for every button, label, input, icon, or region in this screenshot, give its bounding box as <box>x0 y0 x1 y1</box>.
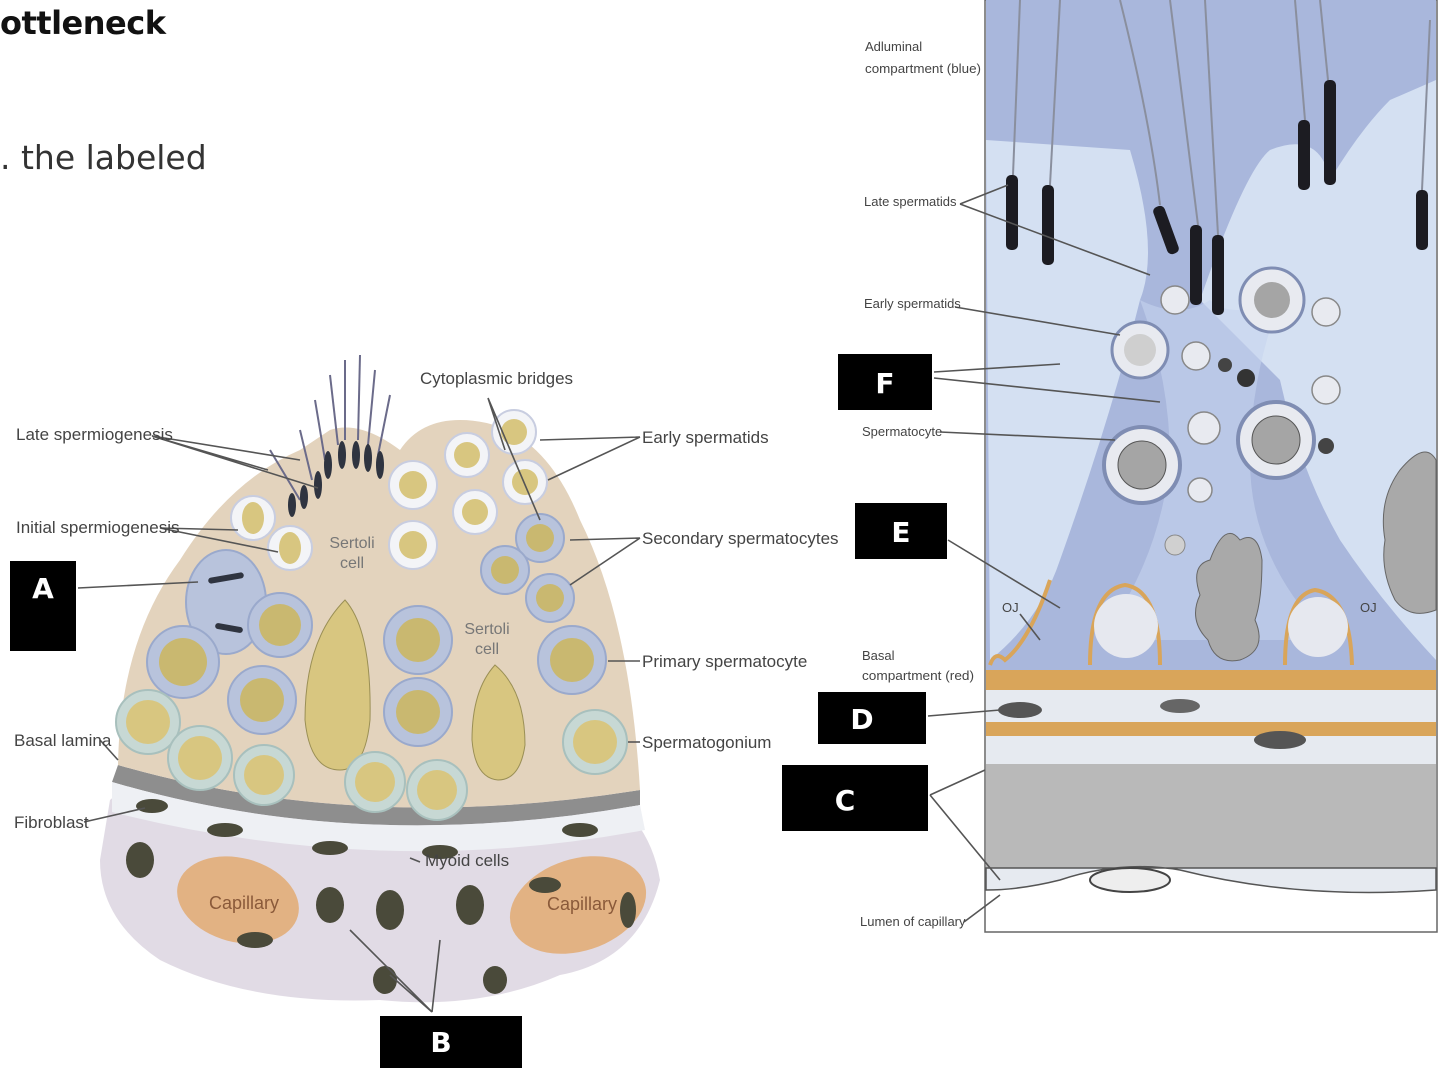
myoid-nucleus <box>456 885 484 925</box>
basal-spermatogonium <box>1094 594 1158 658</box>
answer-box-f-letter: F <box>875 367 894 400</box>
label-early-spermatids-right: Early spermatids <box>864 296 961 311</box>
sperm-tails-right <box>1012 0 1431 236</box>
label-late-spermatids: Late spermatids <box>864 194 957 209</box>
answer-box-c <box>782 765 928 831</box>
answer-box-e <box>855 503 947 559</box>
sperm-heads <box>288 441 384 517</box>
capillary-label-left: Capillary <box>209 893 279 913</box>
slide-subtext: . the labeled <box>0 138 207 177</box>
myoid-nucleus <box>237 932 273 948</box>
fibroblast-nucleus <box>422 845 458 859</box>
answer-box-f <box>838 354 932 410</box>
capillary-lumen <box>986 764 1436 868</box>
myoid-nucleus <box>483 966 507 994</box>
answer-box-d <box>818 692 926 744</box>
label-primary-spermatocyte: Primary spermatocyte <box>642 652 807 671</box>
myoid-nucleus <box>376 890 404 930</box>
late-spermatid-heads <box>1006 80 1428 315</box>
sertoli-cytoplasm-center <box>1100 300 1330 640</box>
label-lumen-of-capillary: Lumen of capillary <box>860 914 966 929</box>
myoid-nucleus <box>373 966 397 994</box>
label-myoid-cells: Myoid cells <box>425 851 509 870</box>
answer-box-b-letter: B <box>430 1026 451 1059</box>
label-adluminal-line1: Adluminal <box>865 39 922 54</box>
grey-cell-center <box>1195 532 1263 662</box>
sertoli-cytoplasm-right <box>986 80 1436 660</box>
answer-box-e-letter: E <box>891 516 910 549</box>
basal-spermatogonium <box>1288 597 1348 657</box>
sertoli-nucleus-right <box>471 664 526 781</box>
fibroblast-nucleus <box>207 823 243 837</box>
label-spermatocyte: Spermatocyte <box>862 424 942 439</box>
myoid-nucleus <box>529 877 561 893</box>
capillary-left <box>177 856 299 944</box>
label-basal-lamina: Basal lamina <box>14 731 112 750</box>
label-fibroblast: Fibroblast <box>14 813 89 832</box>
label-early-spermatids: Early spermatids <box>642 428 769 447</box>
label-basal: compartment (red) <box>862 668 974 683</box>
sperm-tails <box>269 354 391 501</box>
sertoli-nucleus-left <box>304 599 371 771</box>
label-oj-right: OJ <box>1360 600 1377 615</box>
answer-box-a <box>10 561 76 651</box>
endothelial-cell <box>985 865 1437 894</box>
label-late-spermiogenesis: Late spermiogenesis <box>16 425 173 444</box>
answer-box-b <box>380 1016 522 1068</box>
myoid-nucleus-right <box>1254 731 1306 749</box>
label-secondary-spermatocytes: Secondary spermatocytes <box>642 529 839 548</box>
early-spermatid-cells <box>230 409 548 571</box>
spermatid-cells-right <box>1102 266 1341 556</box>
basal-lamina-band <box>112 765 640 826</box>
answer-box-a-letter: A <box>32 572 54 605</box>
endothelial-nucleus <box>1089 867 1171 893</box>
fibroblast-nucleus <box>562 823 598 837</box>
blood-testis-barrier-diagram: Adluminal compartment (blue) Late sperma… <box>782 0 1438 933</box>
label-basal-line1: Basal <box>862 648 895 663</box>
fibroblast-nucleus <box>136 799 168 813</box>
basal-layer-mid <box>986 722 1436 736</box>
label-adluminal: compartment (blue) <box>865 61 981 76</box>
endothelial-layer <box>986 736 1436 764</box>
myoid-nucleus-right <box>998 702 1042 718</box>
answer-box-c-letter: C <box>835 784 856 817</box>
myoid-nucleus <box>620 892 636 928</box>
metaphase-chromosomes <box>208 572 244 633</box>
capillary-label-right: Capillary <box>547 894 617 914</box>
label-spermatogonium: Spermatogonium <box>642 733 771 752</box>
myoid-nucleus <box>316 887 344 923</box>
myoid-layer <box>986 690 1436 724</box>
grey-cell-right <box>1382 451 1437 614</box>
slide-heading: ottleneck <box>0 4 166 42</box>
myoid-nucleus <box>126 842 154 878</box>
fibroblast-nucleus <box>312 841 348 855</box>
label-oj-left: OJ <box>1002 600 1019 615</box>
spermatogonium-cells <box>115 689 628 821</box>
label-initial-spermiogenesis: Initial spermiogenesis <box>16 518 179 537</box>
basal-layer-top <box>986 670 1436 690</box>
answer-box-d-letter: D <box>850 703 873 736</box>
label-cytoplasmic-bridges: Cytoplasmic bridges <box>420 369 573 388</box>
myoid-nucleus-right <box>1160 699 1200 713</box>
spermatocyte-cells <box>146 513 607 747</box>
fibroblast-layer <box>112 782 645 852</box>
